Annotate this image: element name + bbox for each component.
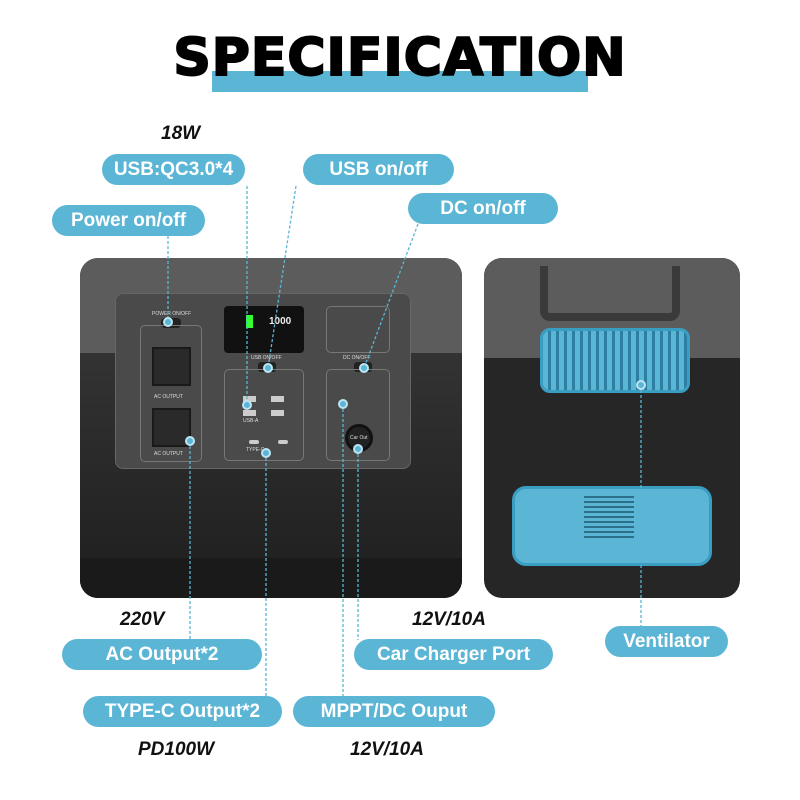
type-c-label: TYPE-C bbox=[246, 447, 265, 453]
dc-switch-label: DC ON/OFF bbox=[343, 355, 371, 361]
display-value: 1000 bbox=[269, 316, 292, 327]
power-station-side bbox=[484, 258, 740, 598]
ac-spec: 220V bbox=[120, 609, 165, 630]
mppt-dc-label: MPPT/DC Ouput bbox=[293, 696, 495, 727]
blank-panel bbox=[326, 306, 390, 353]
dc-onoff-label: DC on/off bbox=[408, 193, 558, 224]
mppt-spec: 12V/10A bbox=[350, 739, 424, 760]
ac-socket-1 bbox=[152, 347, 191, 386]
car-charger-port: Car Out bbox=[345, 424, 373, 452]
ac-output-label: AC Output*2 bbox=[62, 639, 262, 670]
page-title: SPECIFICATION bbox=[172, 27, 627, 89]
battery-icon bbox=[246, 315, 253, 328]
usb-qc-label: USB:QC3.0*4 bbox=[102, 154, 245, 185]
car-out-label: Car Out bbox=[350, 435, 368, 441]
usb-switch-label: USB ON/OFF bbox=[251, 355, 282, 361]
ventilator-label: Ventilator bbox=[605, 626, 728, 657]
typec-spec: PD100W bbox=[138, 739, 215, 760]
usb-onoff-label: USB on/off bbox=[303, 154, 454, 185]
power-onoff-label: Power on/off bbox=[52, 205, 205, 236]
typec-output-label: TYPE-C Output*2 bbox=[83, 696, 282, 727]
lcd-display: 1000 bbox=[224, 306, 304, 353]
ac-output-label-1: AC OUTPUT bbox=[154, 394, 183, 400]
control-panel: POWER ON/OFF AC OUTPUT AC OUTPUT 1000 US… bbox=[115, 293, 411, 469]
car-charger-spec: 12V/10A bbox=[412, 609, 486, 630]
ac-socket-2 bbox=[152, 408, 191, 447]
car-charger-label: Car Charger Port bbox=[354, 639, 553, 670]
usb-a-label: USB-A bbox=[243, 418, 259, 424]
power-station-front: POWER ON/OFF AC OUTPUT AC OUTPUT 1000 US… bbox=[80, 258, 462, 598]
ac-output-label-2: AC OUTPUT bbox=[154, 451, 183, 457]
usb-qc-spec: 18W bbox=[161, 123, 201, 144]
power-switch-label: POWER ON/OFF bbox=[152, 311, 192, 317]
title-underline bbox=[212, 71, 588, 92]
top-vent bbox=[540, 328, 690, 393]
